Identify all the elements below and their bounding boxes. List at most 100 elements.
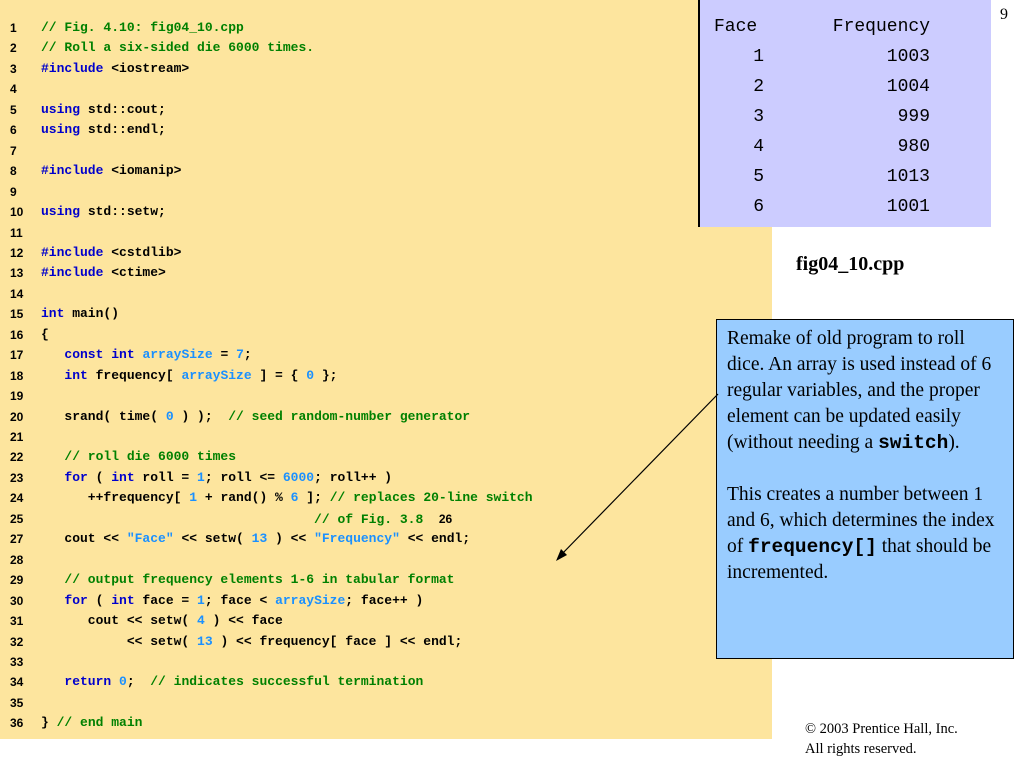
code-text: using std::endl; [41,120,166,140]
code-token [41,347,64,362]
code-token: ) << frequency[ face ] << endl; [212,633,463,649]
code-token: srand( time( [41,408,166,424]
code-token: ; roll++ ) [314,469,393,485]
code-token [41,449,64,464]
code-text: const int arraySize = 7; [41,345,252,365]
code-text: { [41,325,49,345]
code-token: = [212,347,237,363]
code-token: 1 [197,592,205,608]
line-number: 19 [10,389,24,404]
callout-paragraph-1: Remake of old program to roll dice. An a… [727,326,1003,456]
code-text: // output frequency elements 1-6 in tabu… [41,570,454,590]
code-token: "Frequency" [314,531,400,547]
code-token: <iomanip> [103,163,182,179]
line-number: 7 [10,143,17,158]
code-token: 13 [197,633,213,649]
output-frequency-value: 1003 [886,47,930,67]
line-number: 33 [10,654,24,669]
line-number: 12 [10,245,24,260]
code-text: cout << "Face" << setw( 13 ) << "Frequen… [41,529,470,549]
code-token [111,674,119,689]
line-number: 32 [10,634,24,649]
code-token: ) << [267,531,315,547]
code-text: #include <iostream> [41,59,189,79]
output-frequency-value: 999 [897,107,930,127]
code-token: << setw( [41,633,198,649]
line-number: 11 [10,225,23,240]
line-number: 9 [10,184,17,199]
explanation-callout: Remake of old program to roll dice. An a… [716,319,1014,659]
line-number: 4 [10,82,17,97]
line-number: 28 [10,552,24,567]
code-token: ; roll <= [204,469,283,485]
code-token: // output frequency elements 1-6 in tabu… [64,572,455,588]
code-token: ; face++ ) [345,592,424,608]
code-text: #include <iomanip> [41,161,181,181]
code-token: for [64,469,88,485]
code-token: // replaces 20-line switch [329,490,533,506]
line-number: 35 [10,695,24,710]
code-text: // roll die 6000 times [41,447,236,467]
code-token: using [41,101,81,117]
code-token: 6000 [282,469,315,485]
code-token: << endl; [399,531,471,547]
code-token [41,470,64,485]
code-token: + rand() % [197,490,291,506]
code-token: ; face < [204,592,276,608]
code-token: 7 [236,347,244,363]
callout-code-frequency: frequency[] [748,536,877,558]
code-token: ]; [298,490,330,506]
code-token: arraySize [142,347,213,363]
code-text: for ( int face = 1; face < arraySize; fa… [41,591,423,611]
code-token: <ctime> [103,265,166,281]
code-token: // end main [56,715,143,731]
code-token: 0 [306,367,315,383]
code-token: #include [41,265,104,281]
line-number: 22 [10,450,24,465]
line-number: 16 [10,327,24,342]
code-token: // roll die 6000 times [64,449,237,465]
code-token: 1 [197,469,205,485]
code-token: ) ); [173,408,229,424]
code-token: int [111,592,135,608]
code-token: face = [134,592,198,608]
code-token: for [64,592,88,608]
line-number: 24 [10,491,24,506]
code-text: // of Fig. 3.8 26 [41,509,452,530]
output-frequency-value: 1013 [886,167,930,187]
copyright-line-2: All rights reserved. [805,741,917,757]
code-token [41,593,64,608]
line-number: 2 [10,41,17,56]
code-token: // Fig. 4.10: fig04_10.cpp [41,20,244,35]
callout-text-2-end: that should be incremented. [727,536,992,583]
line-number: 18 [10,368,24,383]
line-number: 3 [10,61,17,76]
code-token: 26 [438,511,453,526]
line-number: 30 [10,593,24,608]
code-text: cout << setw( 4 ) << face [41,611,283,631]
line-number: 6 [10,123,17,138]
callout-code-switch: switch [878,432,949,454]
code-text: int frequency[ arraySize ] = { 0 }; [41,366,337,386]
copyright-line-1: © 2003 Prentice Hall, Inc. [805,721,958,737]
line-number: 1 [10,21,17,35]
code-token: 13 [251,531,268,547]
line-number: 36 [10,716,24,731]
code-token: ) << face [204,613,283,629]
output-header-face: Face [714,17,758,37]
code-token: } [41,715,57,731]
output-frequency-value: 1001 [886,197,930,217]
code-text: } // end main [41,713,142,733]
code-text: return 0; // indicates successful termin… [41,672,423,692]
line-number: 15 [10,307,24,322]
line-number: 5 [10,102,17,117]
code-text: for ( int roll = 1; roll <= 6000; roll++… [41,468,392,488]
code-text: using std::setw; [41,202,166,222]
code-token: ; [243,347,252,363]
file-label: fig04_10.cpp [796,253,905,275]
line-number: 25 [10,511,24,526]
code-token: frequency[ [87,367,182,383]
code-token: main() [64,306,120,322]
output-frequency-value: 980 [897,137,930,157]
